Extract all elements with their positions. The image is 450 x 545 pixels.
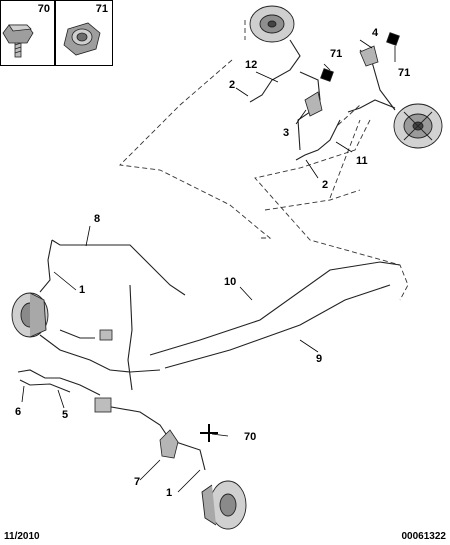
callout-71-mid: 71 bbox=[330, 48, 342, 60]
abs-modulator bbox=[94, 329, 113, 413]
callout-2-upper: 2 bbox=[229, 79, 235, 91]
callout-2-lower: 2 bbox=[322, 179, 328, 191]
inset-nut-number: 71 bbox=[95, 3, 108, 15]
callout-70-bottom: 70 bbox=[244, 431, 256, 443]
front-pipes bbox=[17, 239, 401, 471]
callout-3: 3 bbox=[283, 127, 289, 139]
callout-9: 9 bbox=[316, 353, 322, 365]
callout-71-right: 71 bbox=[398, 67, 410, 79]
rear-drum-right bbox=[393, 103, 443, 149]
callout-10: 10 bbox=[224, 276, 236, 288]
footer-date: 11/2010 bbox=[4, 531, 40, 542]
bolt-icon bbox=[2, 24, 34, 58]
callout-7: 7 bbox=[134, 476, 140, 488]
front-bracket bbox=[159, 429, 179, 459]
vehicle-outline bbox=[119, 20, 409, 301]
callout-11: 11 bbox=[356, 155, 368, 167]
inset-nut: 71 bbox=[55, 0, 113, 66]
nut-icon bbox=[63, 22, 101, 56]
callout-1-left: 1 bbox=[79, 284, 85, 296]
rear-drum-left bbox=[249, 5, 295, 43]
plus-marker bbox=[200, 424, 218, 442]
callout-6: 6 bbox=[15, 406, 21, 418]
callout-1-bottom: 1 bbox=[166, 487, 172, 499]
callout-5: 5 bbox=[62, 409, 68, 421]
inset-bolt-number: 70 bbox=[37, 3, 50, 15]
callout-12: 12 bbox=[245, 59, 257, 71]
front-right-disc bbox=[201, 480, 247, 530]
footer-reference: 00061322 bbox=[401, 531, 447, 542]
rear-brackets bbox=[304, 32, 400, 117]
callout-4: 4 bbox=[372, 27, 379, 39]
inset-bolt: 70 bbox=[0, 0, 55, 66]
callout-8: 8 bbox=[94, 213, 100, 225]
leader-lines bbox=[21, 39, 396, 493]
front-left-disc bbox=[11, 292, 49, 338]
